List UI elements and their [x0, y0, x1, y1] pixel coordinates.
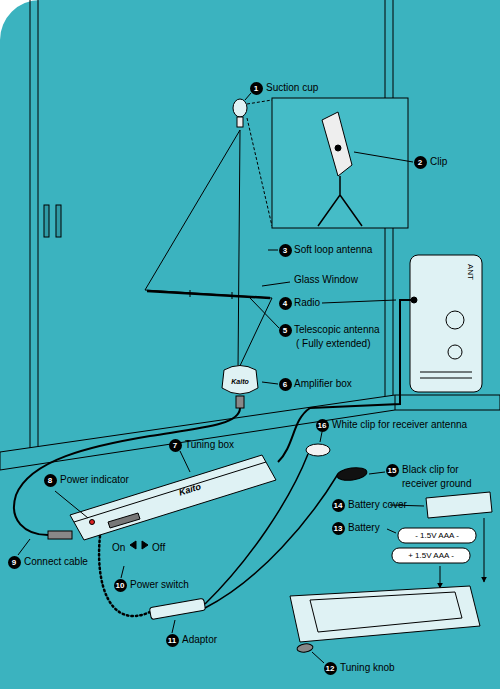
part-label: Battery cover [348, 498, 407, 512]
radio [410, 255, 482, 392]
part-label: Power switch [130, 578, 189, 592]
part-label: Soft loop antenna [294, 243, 372, 257]
dotted-cable [99, 536, 150, 616]
part-label: Glass Window [294, 273, 358, 287]
callout-number: 4 [279, 297, 292, 310]
callout-number: 15 [386, 464, 399, 477]
callout-number: 1 [250, 82, 263, 95]
part-label: White clip for receiver antenna [332, 418, 467, 432]
part-label: Amplifier box [294, 377, 352, 391]
callout-number: 13 [332, 522, 345, 535]
tuning-box [70, 455, 276, 549]
battery [392, 548, 470, 563]
switch-label: Off [152, 541, 165, 555]
antenna-wire [205, 454, 308, 604]
jack-label: ANT [466, 264, 474, 280]
part-label: ( Fully extended) [296, 337, 370, 351]
corner [0, 0, 40, 40]
black-clip [336, 466, 367, 482]
brand-mark: Kaito [178, 482, 202, 497]
ground-wire [205, 474, 338, 608]
suction-cup [233, 99, 247, 127]
part-label: Adaptor [182, 633, 217, 647]
part-label: Clip [430, 155, 447, 169]
leader-lines [18, 93, 424, 663]
callout-number: 6 [279, 378, 292, 391]
battery-text: + 1.5V AAA - [408, 552, 454, 560]
part-label: Connect cable [24, 555, 88, 569]
callout-number: 10 [114, 579, 127, 592]
switch-label: On [112, 541, 125, 555]
connect-cable [14, 408, 240, 535]
callout-number: 5 [279, 324, 292, 337]
callout-number: 12 [324, 662, 337, 675]
amplifier-box [222, 366, 258, 409]
soft-loop-antenna [145, 130, 272, 370]
part-label: Tuning knob [340, 661, 395, 675]
part-label: Suction cup [266, 81, 318, 95]
part-label: Telescopic antenna [294, 323, 380, 337]
callout-number: 7 [169, 439, 182, 452]
glass-window [0, 0, 500, 470]
callout-number: 14 [332, 499, 345, 512]
brand-mark: Kaito [231, 378, 249, 385]
callout-number: 16 [316, 419, 329, 432]
callout-number: 8 [44, 474, 57, 487]
part-label: Black clip for receiver ground [402, 463, 496, 491]
callout-number: 2 [414, 156, 427, 169]
callout-number: 11 [166, 634, 179, 647]
cable-plug [48, 531, 72, 539]
callout-number: 3 [279, 244, 292, 257]
white-clip [306, 444, 330, 456]
battery-cover [426, 492, 492, 518]
callout-number: 9 [8, 556, 21, 569]
part-label: Power indicator [60, 473, 129, 487]
radio-cable [278, 300, 411, 462]
battery [398, 528, 476, 543]
part-label: Radio [294, 296, 320, 310]
clip-inset [247, 98, 408, 228]
battery-tray [290, 586, 480, 653]
adaptor [149, 598, 205, 619]
telescopic-antenna [147, 290, 270, 299]
part-label: Battery [348, 521, 380, 535]
battery-text: - 1.5V AAA - [415, 532, 459, 540]
part-label: Tuning box [185, 438, 234, 452]
